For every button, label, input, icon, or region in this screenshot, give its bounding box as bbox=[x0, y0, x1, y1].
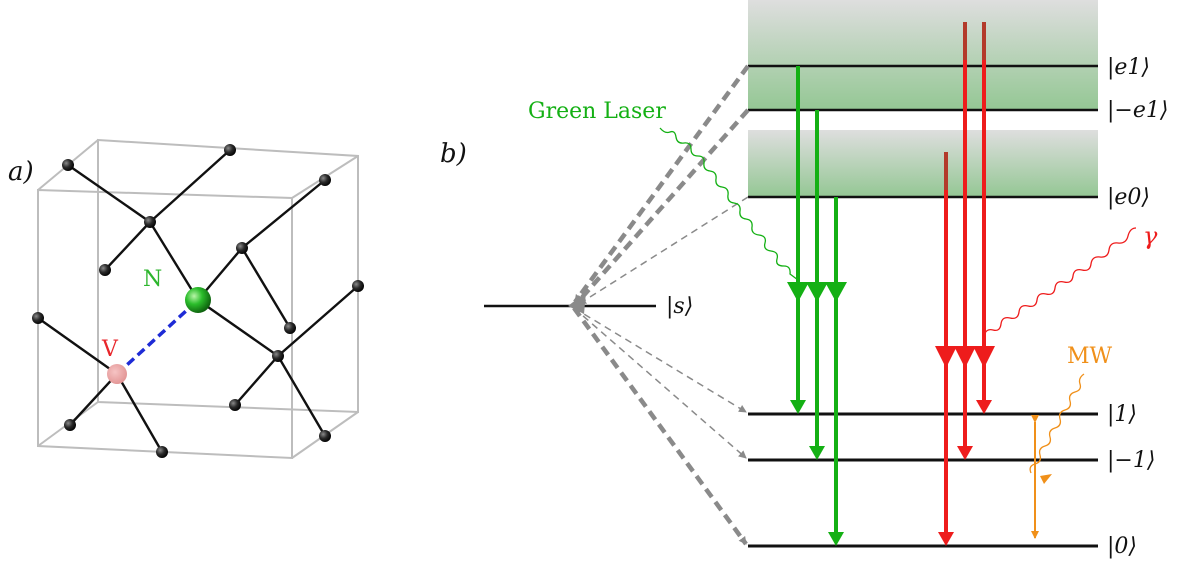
carbon-atom bbox=[272, 350, 284, 362]
carbon-atom bbox=[229, 399, 241, 411]
panel-b: b) |e1⟩ |−e1⟩ |e0⟩ |s⟩ |1⟩ |−1⟩ |0⟩ bbox=[440, 0, 1168, 559]
nitrogen-atom bbox=[185, 287, 211, 313]
red-fluorescence-arrows bbox=[938, 22, 992, 546]
excited-band-upper bbox=[748, 0, 1098, 110]
carbon-atom bbox=[156, 446, 168, 458]
isc-arrow-e0 bbox=[578, 196, 749, 305]
level-0-label: |0⟩ bbox=[1107, 534, 1137, 559]
carbon-atom bbox=[224, 144, 236, 156]
carbon-atom bbox=[284, 322, 296, 334]
gamma-label: γ bbox=[1143, 222, 1158, 250]
green-arrowheads bbox=[787, 282, 847, 302]
carbon-atom bbox=[99, 264, 111, 276]
isc-arrow-me1 bbox=[575, 108, 750, 305]
carbon-atom bbox=[319, 174, 331, 186]
vacancy-site bbox=[107, 364, 127, 384]
nitrogen-label: N bbox=[143, 267, 162, 292]
mw-label: MW bbox=[1067, 344, 1113, 369]
red-arrowheads bbox=[935, 346, 995, 368]
isc-arrow-e1 bbox=[573, 64, 750, 304]
carbon-atom bbox=[319, 430, 331, 442]
isc-arrows bbox=[572, 64, 750, 546]
level-m1-label: |−1⟩ bbox=[1107, 448, 1155, 473]
gamma-wave bbox=[983, 227, 1137, 337]
excited-band-lower bbox=[748, 130, 1098, 197]
level-s-label: |s⟩ bbox=[666, 294, 693, 319]
panel-b-label: b) bbox=[440, 139, 467, 169]
isc-hub-arrowhead bbox=[568, 292, 586, 314]
level-e1-label: |e1⟩ bbox=[1107, 55, 1150, 80]
carbon-atom bbox=[62, 159, 74, 171]
level-me1-label: |−e1⟩ bbox=[1107, 98, 1168, 123]
carbon-atom bbox=[352, 280, 364, 292]
mw-wave-arrowhead bbox=[1040, 474, 1052, 484]
carbon-atom bbox=[236, 242, 248, 254]
carbon-atoms bbox=[32, 144, 364, 458]
vacancy-label: V bbox=[101, 337, 119, 362]
level-1-label: |1⟩ bbox=[1107, 402, 1137, 427]
mw-wave bbox=[1029, 373, 1085, 474]
isc-arrow-m1 bbox=[573, 307, 747, 459]
green-excitation-arrows bbox=[790, 66, 844, 546]
green-laser-wave bbox=[659, 127, 799, 281]
vacancy-nitrogen-link bbox=[115, 298, 200, 376]
isc-arrow-0 bbox=[572, 306, 748, 546]
panel-a: a) bbox=[8, 138, 364, 460]
green-laser-label: Green Laser bbox=[528, 99, 666, 124]
panel-a-label: a) bbox=[8, 157, 34, 187]
level-e0-label: |e0⟩ bbox=[1107, 185, 1150, 210]
carbon-atom bbox=[32, 312, 44, 324]
carbon-atom bbox=[144, 216, 156, 228]
carbon-atom bbox=[64, 419, 76, 431]
isc-arrow-1 bbox=[573, 307, 747, 413]
level-labels: |e1⟩ |−e1⟩ |e0⟩ |s⟩ |1⟩ |−1⟩ |0⟩ bbox=[666, 55, 1168, 559]
